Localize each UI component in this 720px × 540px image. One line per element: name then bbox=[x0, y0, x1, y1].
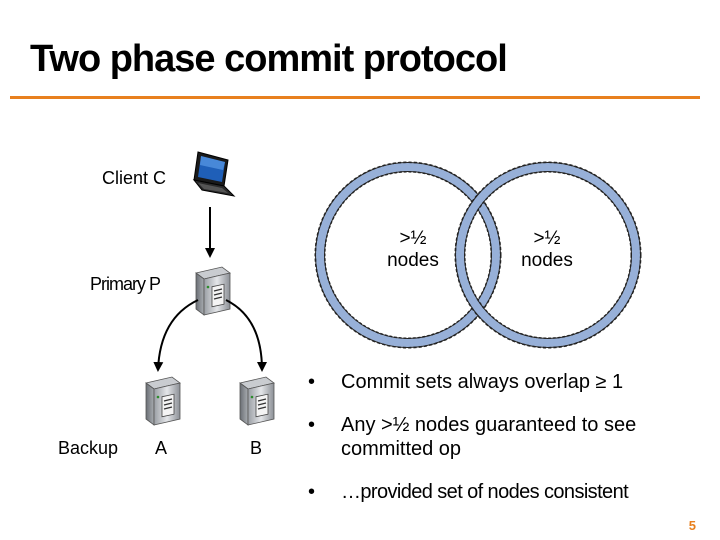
bullet-text: …provided set of nodes consistent bbox=[341, 481, 629, 503]
backup-a-server-icon bbox=[145, 376, 181, 426]
primary-server-icon bbox=[195, 266, 231, 316]
quorum-label-right: >½ nodes bbox=[502, 228, 592, 272]
bullet-list: • Commit sets always overlap ≥ 1 • Any >… bbox=[308, 370, 708, 523]
bullet-glyph: • bbox=[308, 371, 316, 393]
quorum-left-fraction: >½ bbox=[399, 228, 427, 249]
quorum-right-fraction: >½ bbox=[533, 228, 561, 249]
primary-to-b-arrow bbox=[225, 299, 267, 372]
bullet-text: Commit sets always overlap ≥ 1 bbox=[341, 371, 624, 393]
quorum-circle-left bbox=[314, 161, 502, 349]
quorum-circle-right bbox=[454, 161, 642, 349]
quorum-left-nodes: nodes bbox=[387, 250, 439, 271]
page-number: 5 bbox=[688, 518, 696, 533]
title-divider bbox=[10, 96, 700, 99]
client-label: Client C bbox=[102, 168, 167, 188]
bullet-text: Any >½ nodes guaranteed to see committed… bbox=[341, 414, 637, 460]
primary-label: Primary P bbox=[90, 274, 161, 294]
quorum-label-left: >½ nodes bbox=[368, 228, 458, 272]
quorum-right-nodes: nodes bbox=[521, 250, 573, 271]
bullet-item: • Any >½ nodes guaranteed to see committ… bbox=[308, 413, 708, 461]
backup-b-label: B bbox=[250, 438, 263, 458]
bullet-glyph: • bbox=[308, 481, 315, 503]
bullet-item: • …provided set of nodes consistent bbox=[308, 480, 708, 504]
backup-label: Backup bbox=[58, 438, 119, 458]
primary-to-a-arrow bbox=[153, 299, 199, 372]
laptop-icon bbox=[192, 151, 236, 197]
bullet-glyph: • bbox=[308, 414, 316, 436]
backup-b-server-icon bbox=[239, 376, 275, 426]
slide-title: Two phase commit protocol bbox=[30, 38, 508, 80]
backup-a-label: A bbox=[155, 438, 168, 458]
bullet-item: • Commit sets always overlap ≥ 1 bbox=[308, 370, 708, 394]
